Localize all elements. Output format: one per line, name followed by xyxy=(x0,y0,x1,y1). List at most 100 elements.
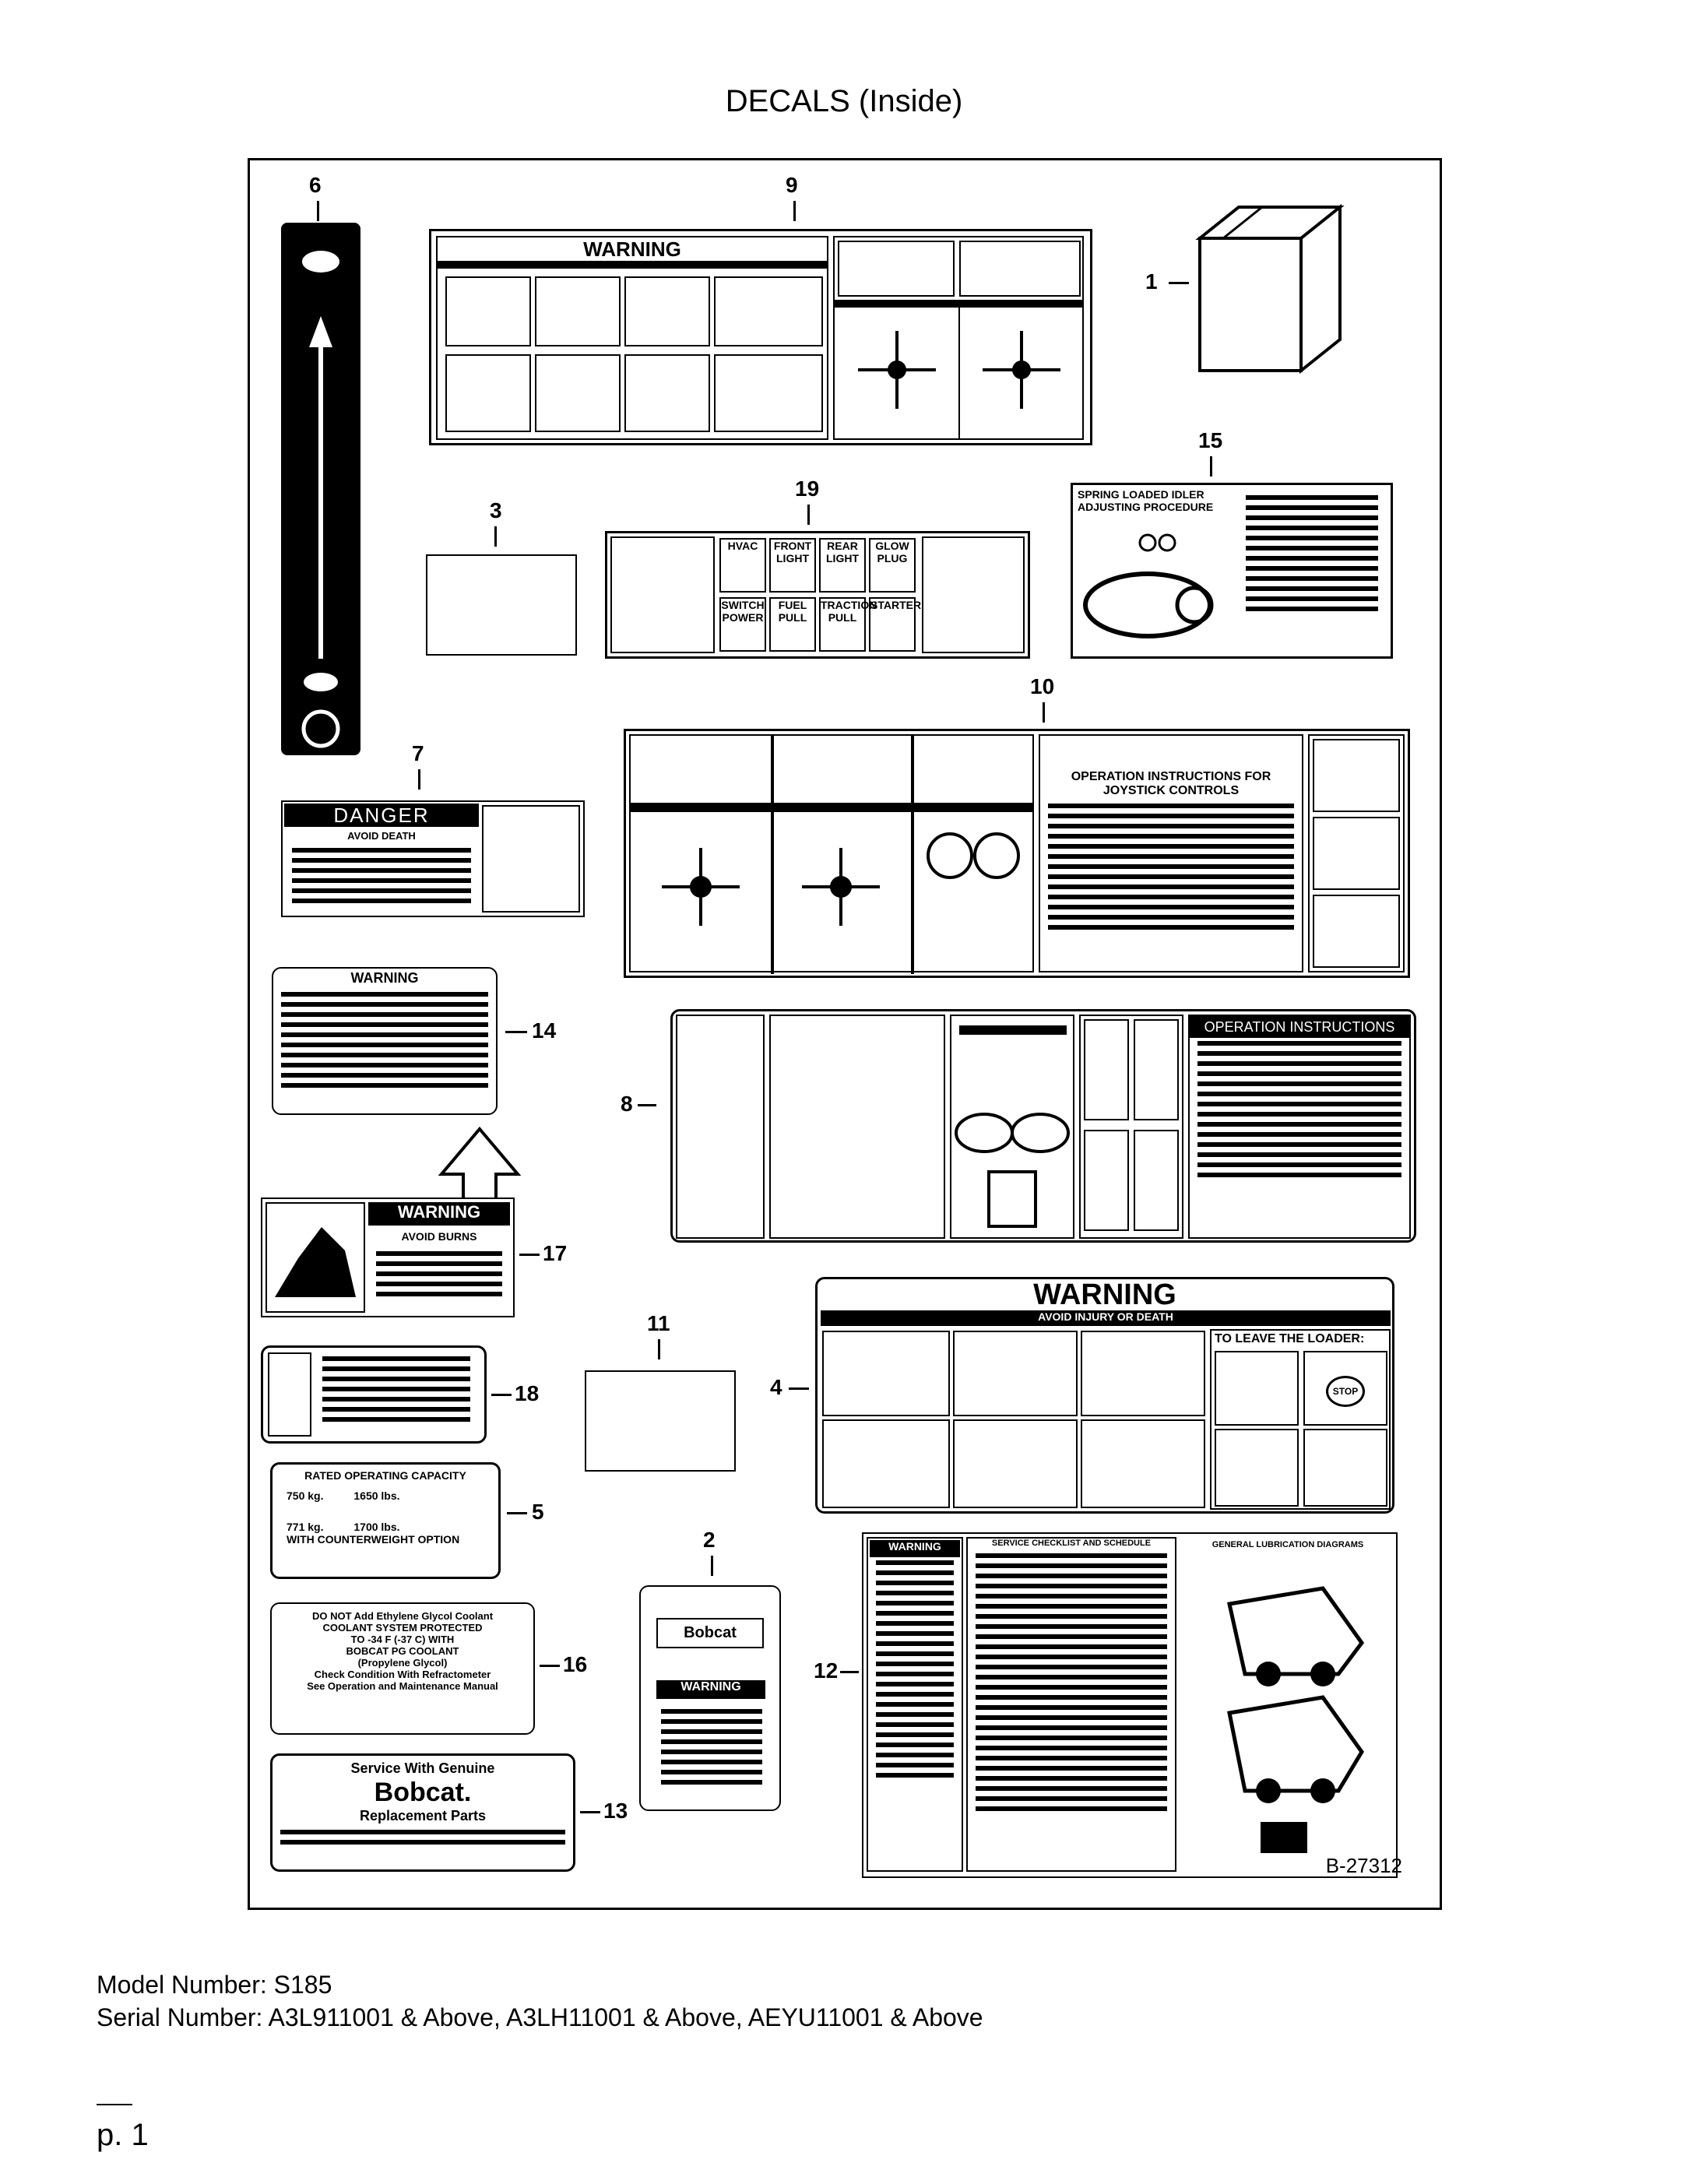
decal-8-ops-title: OPERATION INSTRUCTIONS xyxy=(1190,1016,1409,1038)
leader-line xyxy=(1043,702,1045,723)
label-front-light: FRONT LIGHT xyxy=(769,538,816,593)
joystick-motion-diagram xyxy=(662,832,1020,926)
label-starter: STARTER xyxy=(869,597,921,652)
leader-line xyxy=(1210,456,1212,477)
label-glow-plug: GLOW PLUG xyxy=(869,538,916,593)
capacity-decal-5: RATED OPERATING CAPACITY 750 kg. 1650 lb… xyxy=(270,1462,501,1579)
joystick-operation-decal-10: OPERATION INSTRUCTIONS FOR JOYSTICK CONT… xyxy=(624,729,1410,978)
decal-2-warning: WARNING xyxy=(656,1680,765,1699)
drawing-number: B-27312 xyxy=(1325,1854,1402,1877)
decal-kit-box xyxy=(1195,203,1345,375)
callout-3: 3 xyxy=(490,498,502,522)
decal-4-sub: AVOID INJURY OR DEATH xyxy=(821,1310,1391,1326)
burn-hazard-icon xyxy=(275,1227,356,1297)
page-title: DECALS (Inside) xyxy=(725,84,963,118)
warning-decal-9: WARNING xyxy=(429,229,1092,445)
capacity-line-4: WITH COUNTERWEIGHT OPTION xyxy=(287,1533,460,1546)
callout-8: 8 xyxy=(621,1092,633,1116)
manual-decal-2: Bobcat WARNING xyxy=(639,1585,781,1811)
decal-figure-frame: 6 9 WARNING xyxy=(248,158,1442,1910)
callout-10: 10 xyxy=(1030,674,1055,698)
leader-line xyxy=(638,1104,656,1106)
coolant-line-1: DO NOT Add Ethylene Glycol Coolant xyxy=(311,1610,494,1622)
label-rear-light: REAR LIGHT xyxy=(819,538,866,593)
decal-9-warning-label: WARNING xyxy=(438,237,827,262)
callout-17: 17 xyxy=(543,1241,568,1265)
label-switch-power: SWITCH POWER xyxy=(719,597,766,652)
callout-18: 18 xyxy=(515,1381,540,1405)
hot-surface-decal-17: WARNING AVOID BURNS xyxy=(261,1198,515,1317)
label-traction-pull: TRACTION PULL xyxy=(819,597,877,652)
leader-line xyxy=(491,1394,512,1396)
leader-line xyxy=(507,1512,527,1514)
decal-10-ops-title: OPERATION INSTRUCTIONS FOR JOYSTICK CONT… xyxy=(1071,770,1271,797)
decal-13-line-2: Replacement Parts xyxy=(359,1808,487,1824)
callout-15: 15 xyxy=(1198,428,1223,452)
decal-17-warning: WARNING xyxy=(368,1202,510,1226)
leader-line xyxy=(807,505,810,525)
callout-7: 7 xyxy=(412,741,424,765)
speed-decal xyxy=(281,223,360,755)
leader-line xyxy=(494,526,497,547)
leader-line xyxy=(711,1556,713,1576)
leader-line xyxy=(1169,282,1189,284)
decal-13-line-1: Service With Genuine xyxy=(350,1760,495,1776)
leader-line xyxy=(418,769,420,790)
capacity-line-2: 750 kg. 1650 lbs. xyxy=(287,1489,400,1502)
callout-2: 2 xyxy=(703,1528,716,1552)
coolant-line-5: (Propylene Glycol) xyxy=(357,1657,448,1669)
operation-decal-8: OPERATION INSTRUCTIONS xyxy=(670,1009,1416,1243)
capacity-line-3: 771 kg. 1700 lbs. xyxy=(287,1521,400,1533)
decal-12-header: SERVICE CHECKLIST AND SCHEDULE xyxy=(991,1539,1152,1548)
coolant-decal-16: DO NOT Add Ethylene Glycol Coolant COOLA… xyxy=(270,1602,535,1735)
callout-19: 19 xyxy=(795,477,820,501)
page-number: p. 1 xyxy=(97,2118,149,2152)
coolant-line-4: BOBCAT PG COOLANT xyxy=(346,1645,459,1657)
callout-11: 11 xyxy=(647,1311,670,1335)
decal-12-diagram-title: GENERAL LUBRICATION DIAGRAMS xyxy=(1211,1540,1364,1549)
callout-9: 9 xyxy=(786,173,798,197)
label-fuel-pull: FUEL PULL xyxy=(769,597,816,652)
leader-line xyxy=(505,1031,527,1033)
leader-line xyxy=(317,201,319,221)
leader-line xyxy=(580,1811,600,1813)
idler-diagram xyxy=(1083,533,1214,638)
danger-banner: DANGER xyxy=(284,804,479,827)
callout-13: 13 xyxy=(603,1799,628,1823)
callout-5: 5 xyxy=(532,1500,544,1524)
callout-6: 6 xyxy=(309,173,322,197)
callout-12: 12 xyxy=(814,1658,839,1683)
decal-2-brand: Bobcat xyxy=(656,1618,764,1648)
service-parts-decal-13: Service With Genuine Bobcat. Replacement… xyxy=(270,1753,575,1872)
blank-decal-11 xyxy=(585,1370,736,1472)
label-hvac: HVAC xyxy=(719,538,766,593)
callout-14: 14 xyxy=(532,1018,557,1043)
decal-4-leave: TO LEAVE THE LOADER: xyxy=(1215,1332,1365,1345)
warning-decal-4: WARNING AVOID INJURY OR DEATH TO LEAVE T… xyxy=(815,1277,1394,1514)
decal-17-sub: AVOID BURNS xyxy=(401,1230,477,1243)
lubrication-diagram xyxy=(1226,1586,1365,1853)
decal-4-warning-label: WARNING xyxy=(1033,1278,1176,1311)
coolant-line-3: TO -34 F (-37 C) WITH xyxy=(350,1634,455,1645)
stop-sign-icon: STOP xyxy=(1326,1376,1365,1407)
blank-decal-3 xyxy=(426,554,577,656)
capacity-line-1: RATED OPERATING CAPACITY xyxy=(304,1469,466,1482)
leader-line xyxy=(793,201,796,221)
callout-16: 16 xyxy=(563,1652,588,1676)
leader-line xyxy=(540,1665,560,1667)
danger-decal-7: DANGER AVOID DEATH xyxy=(281,800,585,917)
idler-adjust-decal-15: SPRING LOADED IDLER ADJUSTING PROCEDURE xyxy=(1071,483,1393,659)
pedal-diagram xyxy=(955,1113,1070,1228)
page-divider xyxy=(97,2104,132,2105)
decal-14-warning-label: WARNING xyxy=(350,970,419,986)
leader-line xyxy=(519,1254,540,1256)
serial-number: Serial Number: A3L911001 & Above, A3LH11… xyxy=(97,2003,983,2031)
decal-7-sub: AVOID DEATH xyxy=(347,830,416,842)
model-number: Model Number: S185 xyxy=(97,1971,332,1999)
fuel-decal-18 xyxy=(261,1345,487,1444)
leader-line xyxy=(789,1387,809,1390)
coolant-line-6: Check Condition With Refractometer xyxy=(314,1669,491,1680)
speed-arrow-icon xyxy=(301,251,340,748)
coolant-line-7: See Operation and Maintenance Manual xyxy=(307,1680,498,1692)
callout-4: 4 xyxy=(770,1375,782,1399)
